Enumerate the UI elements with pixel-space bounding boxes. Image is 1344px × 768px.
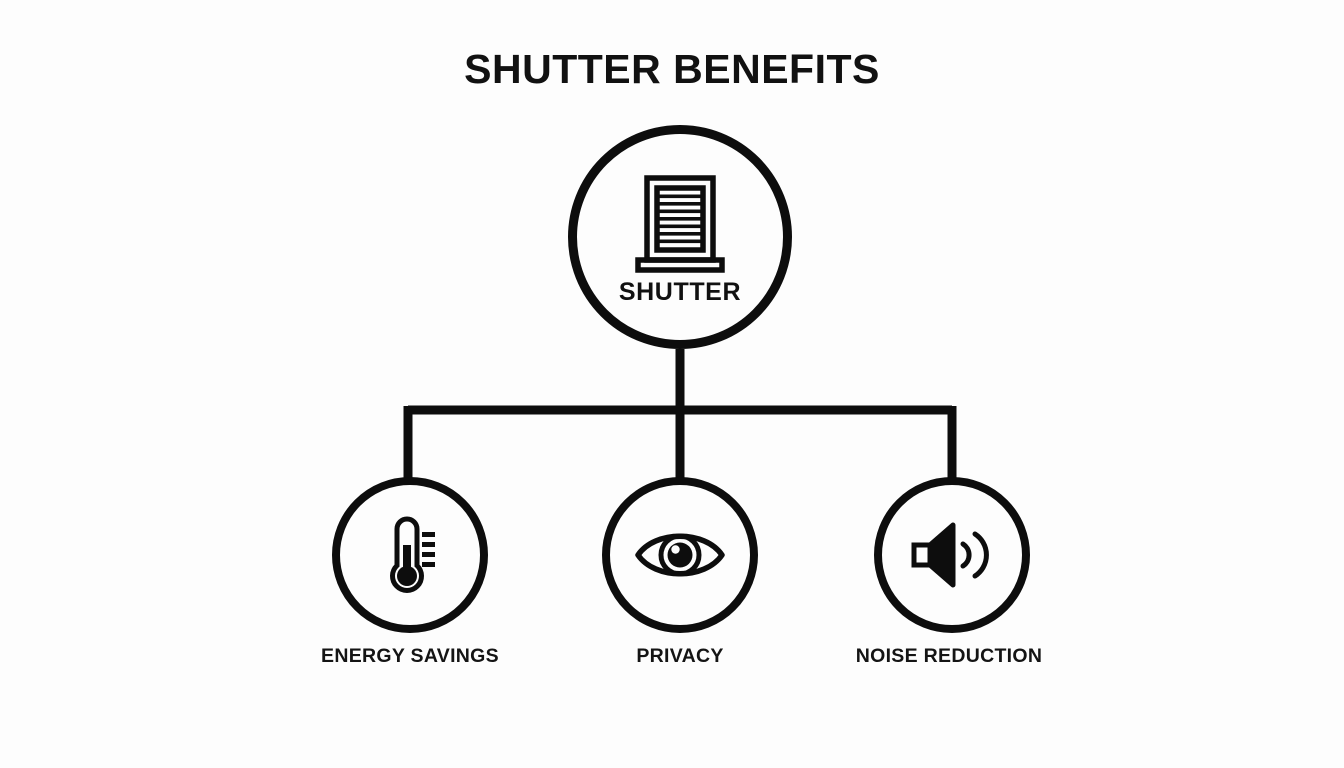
node-privacy[interactable] [602, 477, 758, 633]
node-shutter-hub[interactable]: SHUTTER [568, 125, 792, 349]
caption-energy-savings: ENERGY SAVINGS [321, 645, 499, 667]
eye-icon [633, 524, 727, 586]
caption-privacy: PRIVACY [636, 645, 724, 667]
node-energy-savings[interactable] [332, 477, 488, 633]
page-title: SHUTTER BENEFITS [464, 46, 880, 92]
speaker-volume-icon [909, 520, 995, 590]
shutter-blinds-icon [633, 172, 727, 276]
hub-label: SHUTTER [618, 277, 742, 306]
caption-noise-reduction: NOISE REDUCTION [855, 645, 1043, 667]
thermometer-icon [375, 515, 445, 595]
node-noise-reduction[interactable] [874, 477, 1030, 633]
